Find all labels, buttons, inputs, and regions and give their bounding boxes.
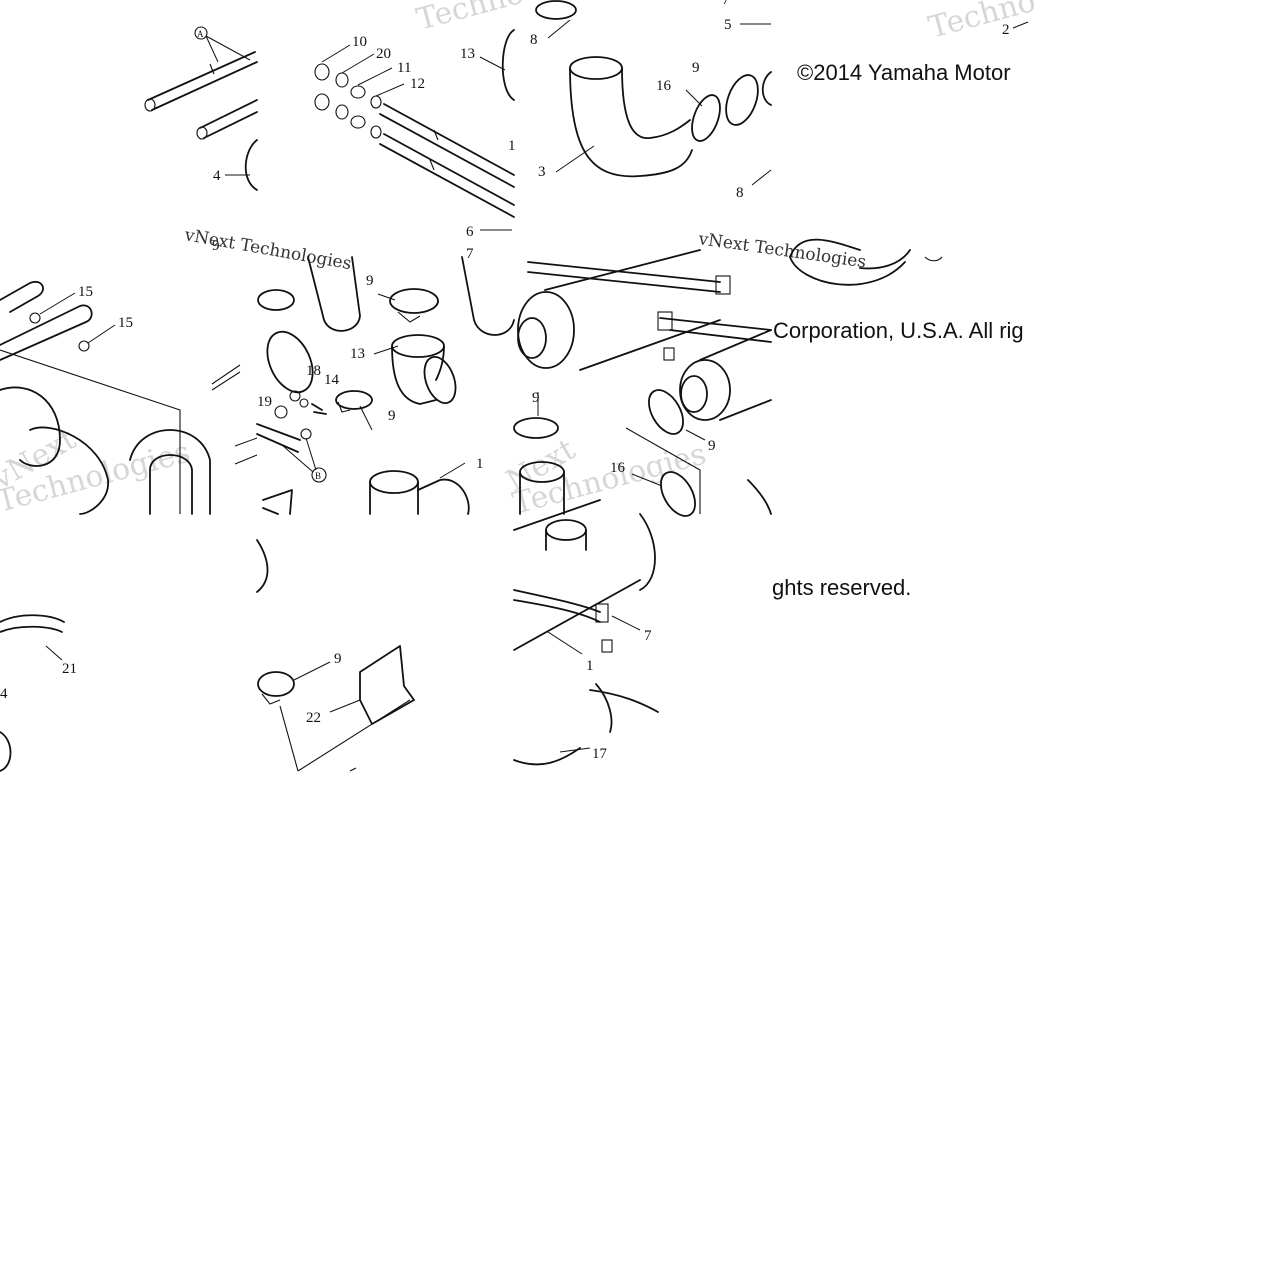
- copyright-line-1: ©2014 Yamaha Motor: [797, 60, 1011, 85]
- watermark-text: Techno: [925, 0, 1039, 46]
- callout-labels: 1 1 1 2 3 4 4 5 6 7 7 7 8 8 9 9 9 9 9 9 …: [0, 0, 1010, 762]
- callout-number: 4: [213, 168, 221, 184]
- callout-number: 21: [62, 661, 77, 677]
- tile-muffler-strap: [513, 499, 659, 766]
- callout-number: 15: [78, 284, 93, 300]
- callout-number: 16: [656, 78, 672, 94]
- callout-number: 2: [1002, 22, 1010, 38]
- callout-number: 16: [610, 460, 626, 476]
- callout-number: 6: [466, 224, 474, 240]
- tile-clamp-sheet: [256, 539, 415, 772]
- callout-number: 5: [724, 17, 732, 33]
- callout-number: 22: [306, 710, 321, 726]
- callout-number: 20: [376, 46, 391, 62]
- callout-number: 1: [508, 138, 516, 154]
- tile-fittings: [314, 29, 515, 231]
- tile-twin-pipes: [0, 280, 258, 515]
- callout-number: 18: [306, 363, 321, 379]
- reference-markers: A B: [197, 29, 321, 481]
- callout-number: 10: [352, 34, 367, 50]
- callout-number: 9: [388, 408, 396, 424]
- callout-number: 1: [586, 658, 594, 674]
- callout-number: 14: [324, 372, 340, 388]
- tile-elbow-pipe: [535, 0, 772, 186]
- tile-hoses-a: [144, 26, 258, 191]
- callout-number: 4: [0, 686, 8, 702]
- callout-number: 12: [410, 76, 425, 92]
- watermark-text: Techno: [413, 0, 527, 38]
- callout-number: 8: [530, 32, 538, 48]
- tile-mufflers: [513, 249, 772, 517]
- callout-number: 19: [257, 394, 272, 410]
- callout-number: 17: [592, 746, 608, 762]
- callout-number: 13: [460, 46, 475, 62]
- tile-top-right: [789, 21, 1029, 270]
- callout-number: 8: [736, 185, 744, 201]
- callout-number: 9: [334, 651, 342, 667]
- copyright-line-2: Corporation, U.S.A. All rig: [773, 318, 1024, 343]
- reference-marker-b: B: [315, 471, 321, 481]
- reference-marker-a: A: [197, 29, 204, 39]
- callout-number: 1: [476, 456, 484, 472]
- tile-right-mid: [789, 256, 943, 286]
- callout-number: 13: [350, 346, 365, 362]
- callout-number: 3: [538, 164, 546, 180]
- callout-number: 7: [466, 246, 474, 262]
- callout-number: 9: [366, 273, 374, 289]
- callout-number: 9: [532, 390, 540, 406]
- copyright-line-3: ghts reserved.: [772, 575, 911, 600]
- watermark-text: vNext Technologies: [696, 229, 867, 272]
- watermark-text: vNext Technologies: [182, 225, 353, 274]
- callout-number: 7: [644, 628, 652, 644]
- callout-number: 9: [692, 60, 700, 76]
- callout-number: 9: [708, 438, 716, 454]
- tile-band: [0, 614, 65, 772]
- callout-number: 11: [397, 60, 411, 76]
- callout-number: 15: [118, 315, 133, 331]
- callout-number: 9: [212, 238, 220, 254]
- callout-number: 7: [722, 0, 730, 8]
- tile-clamps-elbow: [211, 256, 515, 515]
